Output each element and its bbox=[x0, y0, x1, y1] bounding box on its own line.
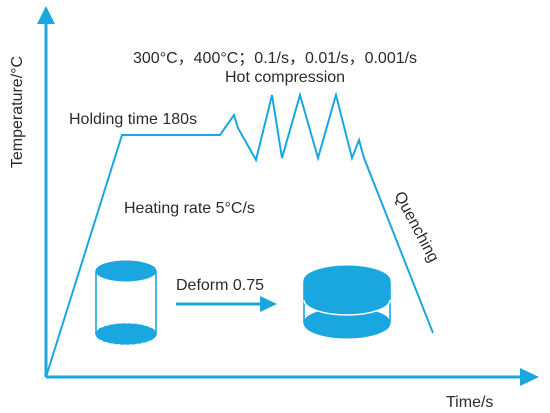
heating-rate-label: Heating rate 5°C/s bbox=[124, 200, 255, 217]
y-axis-arrow bbox=[37, 6, 55, 24]
deform-arrow bbox=[176, 296, 277, 312]
process-curve bbox=[45, 91, 434, 378]
conditions-label: 300°C，400°C；0.1/s，0.01/s，0.001/s bbox=[133, 50, 417, 67]
compressed-cylinder-icon bbox=[303, 265, 391, 339]
original-cylinder-icon bbox=[95, 260, 157, 345]
holding-time-label: Holding time 180s bbox=[69, 111, 197, 128]
y-axis-label: Temperature/°C bbox=[9, 56, 26, 168]
x-axis-label: Time/s bbox=[446, 394, 493, 411]
quenching-label: Quenching bbox=[390, 189, 441, 265]
axes bbox=[37, 6, 539, 386]
hot-compression-label: Hot compression bbox=[225, 69, 345, 86]
deform-label: Deform 0.75 bbox=[176, 277, 264, 294]
x-axis-arrow bbox=[520, 368, 539, 386]
